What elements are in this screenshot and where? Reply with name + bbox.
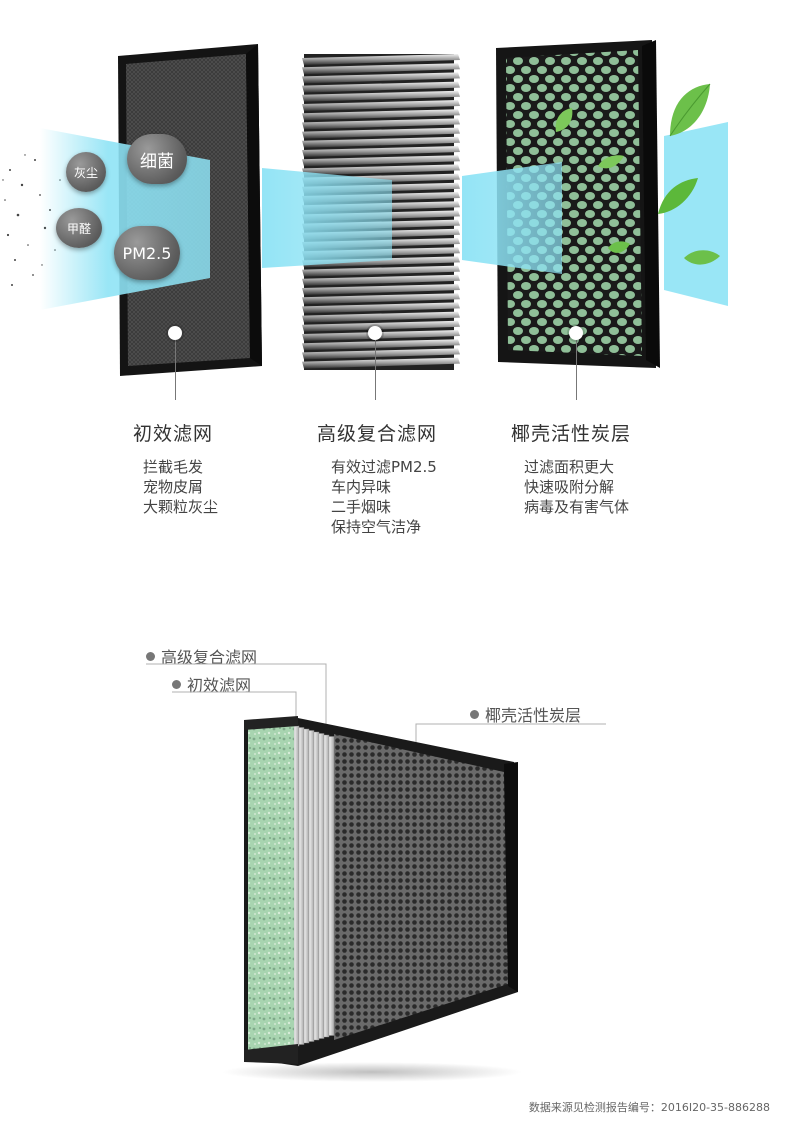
connector-dot-composite <box>368 326 382 340</box>
leaf-icon-5 <box>555 108 573 132</box>
pollutant-label: PM2.5 <box>122 243 172 263</box>
features-primary: 拦截毛发 宠物皮屑 大颗粒灰尘 <box>143 457 218 517</box>
connector-dot-primary <box>168 326 182 340</box>
features-composite: 有效过滤PM2.5 车内异味 二手烟味 保持空气洁净 <box>331 457 437 537</box>
leaf-icon-1 <box>669 83 711 137</box>
bullet-dot <box>172 679 181 689</box>
footnote-report-number: 数据来源见检测报告编号：2016I20-35-886288 <box>528 1101 770 1114</box>
layer-title-primary: 初效滤网 <box>133 423 214 445</box>
leaf-icon-2 <box>658 178 698 214</box>
pollutant-bubble-pm25: PM2.5 <box>114 226 180 280</box>
leaf-icon-4 <box>598 155 624 169</box>
feature-item: 过滤面积更大 <box>524 458 615 476</box>
pollutant-label: 细菌 <box>140 151 174 172</box>
callout-primary: 初效滤网 <box>172 672 251 696</box>
callout-label: 高级复合滤网 <box>161 648 258 667</box>
connector-line-carbon <box>576 340 577 400</box>
feature-item: 拦截毛发 <box>143 458 204 476</box>
layered-filter-image <box>222 716 522 1082</box>
bullet-dot <box>470 709 479 719</box>
layer-title-carbon: 椰壳活性炭层 <box>511 423 632 445</box>
airflow-middle <box>262 168 392 268</box>
connector-line-primary <box>175 340 176 400</box>
feature-item: 有效过滤PM2.5 <box>331 458 437 476</box>
callout-label: 椰壳活性炭层 <box>485 706 582 725</box>
feature-item: 大颗粒灰尘 <box>143 498 219 516</box>
callout-label: 初效滤网 <box>187 676 252 695</box>
callout-carbon: 椰壳活性炭层 <box>470 702 581 726</box>
leaf-icon-6 <box>608 241 630 253</box>
pollutant-bubble-dust: 灰尘 <box>66 152 106 192</box>
pollutant-label: 甲醛 <box>66 221 91 236</box>
features-carbon: 过滤面积更大 快速吸附分解 病毒及有害气体 <box>524 457 629 517</box>
airflow-right-entry <box>462 162 562 274</box>
connector-dot-carbon <box>569 326 583 340</box>
feature-item: 二手烟味 <box>331 498 392 516</box>
pollutant-bubble-bacteria: 细菌 <box>127 134 187 184</box>
layer-title-composite: 高级复合滤网 <box>317 423 438 445</box>
carbon-filter-image <box>496 40 660 368</box>
feature-item: 快速吸附分解 <box>524 478 615 496</box>
bullet-dot <box>146 651 155 661</box>
connector-line-composite <box>375 340 376 400</box>
feature-item: 病毒及有害气体 <box>524 498 630 516</box>
callout-composite: 高级复合滤网 <box>146 644 257 668</box>
feature-item: 车内异味 <box>331 478 392 496</box>
feature-item: 宠物皮屑 <box>143 478 204 496</box>
feature-item: 保持空气洁净 <box>331 518 422 536</box>
leaf-icon-3 <box>684 250 720 265</box>
pollutant-label: 灰尘 <box>73 165 98 180</box>
pollutant-bubble-formaldehyde: 甲醛 <box>56 208 102 248</box>
